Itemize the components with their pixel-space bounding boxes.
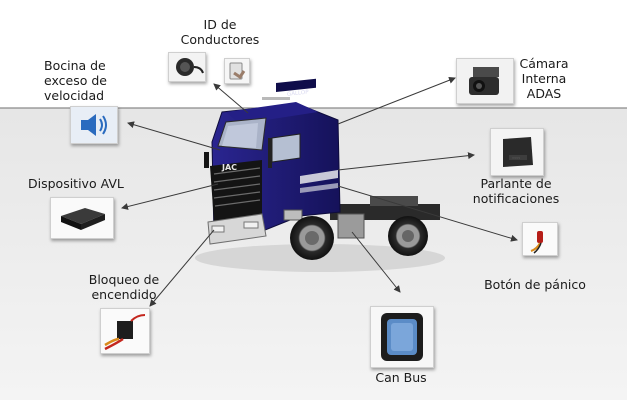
ignition-block-card <box>100 308 150 354</box>
connector-ignition <box>149 229 215 307</box>
wall-background <box>0 0 627 108</box>
label-interior-camera: Cámara Interna ADAS <box>519 56 569 101</box>
panic-button-card <box>522 222 558 256</box>
grille-text: JAC <box>221 163 237 172</box>
rfid-card-icon <box>225 59 249 83</box>
connector-camera <box>337 76 456 125</box>
connector-driver-id <box>213 83 249 114</box>
can-bus-card <box>370 306 434 368</box>
notification-speaker-card: ◦◦◦◦ <box>490 128 544 176</box>
label-speed-horn: Bocina de exceso de velocidad <box>44 58 107 103</box>
panic-button-icon <box>523 223 557 255</box>
connector-speaker <box>337 152 475 171</box>
label-notification-speaker: Parlante de notificaciones <box>472 176 560 206</box>
connectors <box>121 76 518 307</box>
interior-camera-card <box>456 58 514 104</box>
speaker-volume-icon <box>71 107 117 143</box>
avl-box-icon <box>51 198 113 238</box>
camera-icon <box>457 59 513 103</box>
label-can-bus: Can Bus <box>375 370 427 385</box>
label-avl-device: Dispositivo AVL <box>28 176 124 191</box>
connector-speed-horn <box>127 121 221 151</box>
label-ignition-block: Bloqueo de encendido <box>88 272 160 302</box>
connector-panic <box>337 185 518 242</box>
connector-canbus <box>351 231 401 293</box>
relay-icon <box>101 309 149 353</box>
speaker-box-icon: ◦◦◦◦ <box>491 129 543 175</box>
speed-horn-card <box>70 106 118 144</box>
driver-id-reader-card <box>168 52 206 82</box>
avl-device-card <box>50 197 114 239</box>
svg-text:◦◦◦◦: ◦◦◦◦ <box>512 156 520 160</box>
connector-avl <box>121 183 219 210</box>
ibutton-icon <box>169 53 205 81</box>
driver-id-card-reader-card <box>224 58 250 84</box>
visor-text: GALLOP <box>287 90 309 98</box>
label-panic-button: Botón de pánico <box>484 277 586 292</box>
label-driver-id: ID de Conductores <box>180 17 260 47</box>
can-bus-reader-icon <box>371 307 433 367</box>
truck-illustration: GALLOP JAC <box>204 78 440 260</box>
